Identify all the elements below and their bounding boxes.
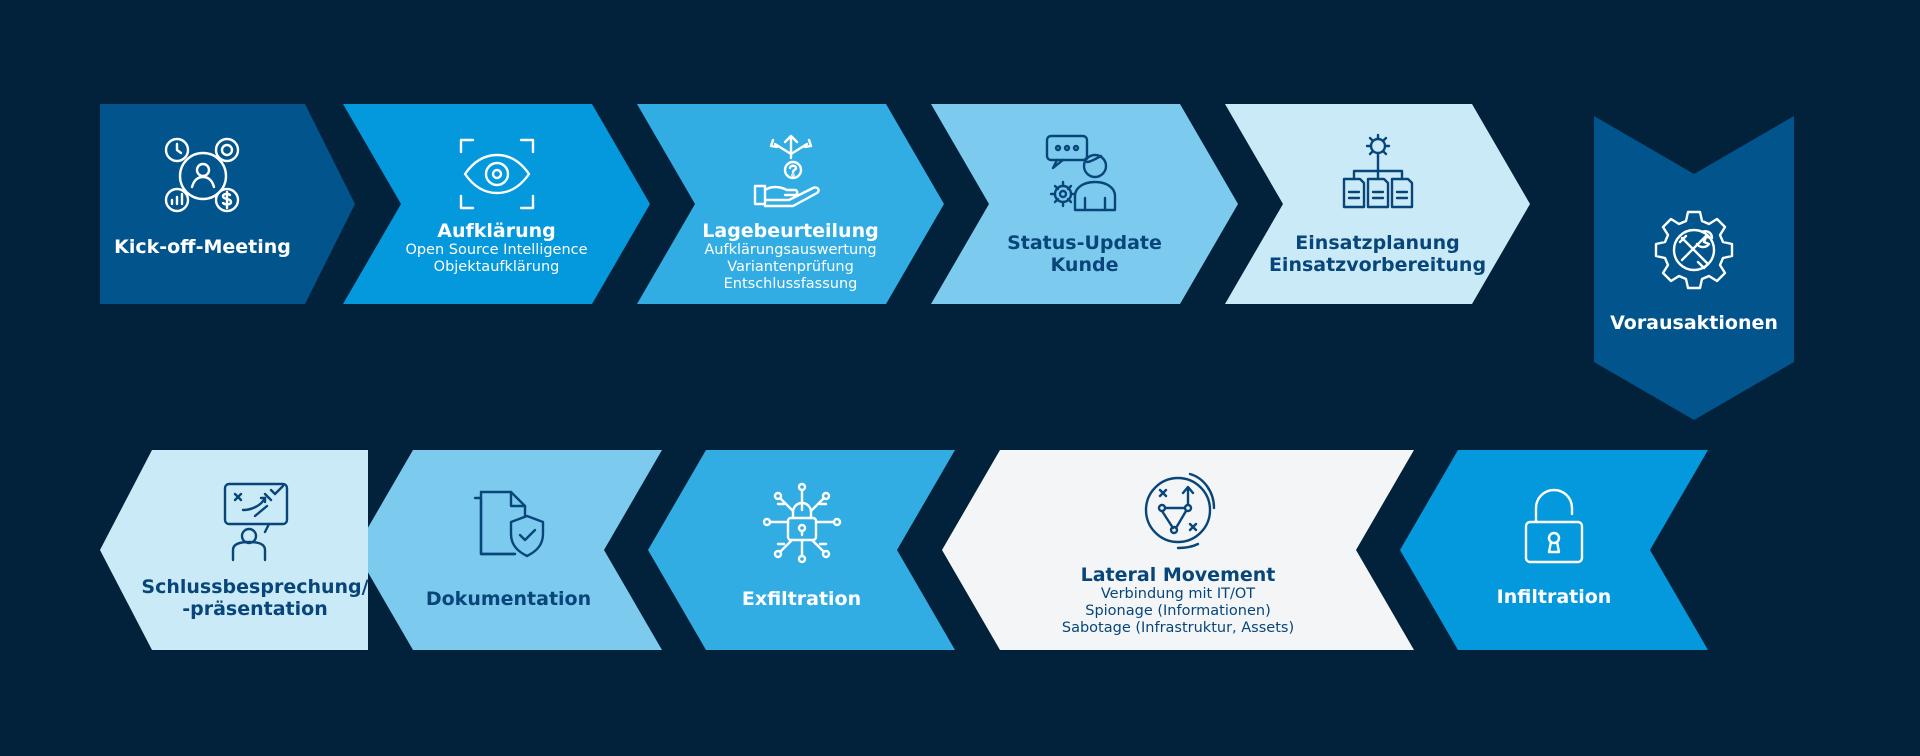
person-chat-icon [1045, 134, 1116, 212]
step-text: Infiltration [1458, 586, 1650, 608]
step-shape [343, 104, 650, 304]
step-title: Kick-off-Meeting [114, 236, 291, 258]
step-shape [1594, 116, 1794, 420]
step-text: Vorausaktionen [1594, 312, 1794, 334]
step-title: Dokumentation [425, 588, 592, 610]
step-title: Einsatzplanung [1295, 232, 1460, 254]
step-title: Einsatzvorbereitung [1268, 254, 1487, 276]
step-schluss: Schlussbesprechung/-präsentation [100, 450, 369, 650]
hand-decision-icon [753, 134, 820, 208]
step-title: Lagebeurteilung [702, 220, 879, 242]
step-shape [355, 450, 662, 650]
step-title: Lateral Movement [1080, 564, 1276, 586]
step-exfiltration: Exfiltration [648, 450, 955, 650]
eye-scan-icon [459, 138, 534, 210]
step-title: Aufklärung [437, 220, 556, 242]
step-text: Dokumentation [413, 588, 604, 610]
step-dokumentation: Dokumentation [355, 450, 662, 650]
step-subtitle: Verbindung mit IT/OT [1100, 586, 1256, 602]
presenter-board-icon [223, 482, 289, 562]
step-title: Vorausaktionen [1610, 312, 1778, 334]
step-title: Exfiltration [741, 588, 862, 610]
step-icon-wrap [1458, 484, 1650, 574]
step-subtitle: Spionage (Informationen) [1085, 603, 1271, 619]
step-shape [942, 450, 1414, 650]
step-shape [1400, 450, 1708, 650]
step-icon-wrap [989, 132, 1180, 222]
step-title: -präsentation [182, 598, 328, 620]
gear-tools-icon [1654, 210, 1734, 290]
step-text: Kick-off-Meeting [100, 236, 305, 258]
step-subtitle: Sabotage (Infrastruktur, Assets) [1061, 620, 1295, 636]
step-subtitle: Variantenprüfung [727, 259, 854, 275]
step-subtitle: Entschlussfassung [723, 276, 858, 292]
step-shape [637, 104, 944, 304]
step-infiltration: Infiltration [1400, 450, 1708, 650]
step-title: Status-Update [1007, 232, 1162, 254]
step-icon-wrap [413, 480, 604, 570]
step-subtitle: Objektaufklärung [433, 259, 560, 275]
step-subtitle: Open Source Intelligence [405, 242, 588, 258]
step-icon-wrap [695, 128, 886, 218]
document-shield-icon [473, 490, 544, 558]
gear-documents-icon [1342, 133, 1413, 209]
step-shape [1225, 104, 1530, 304]
lock-circuit-icon [762, 482, 841, 564]
step-subtitle: Aufklärungsauswertung [704, 242, 877, 258]
step-kickoff: Kick-off-Meeting [100, 104, 355, 304]
step-icon-wrap [1000, 468, 1356, 558]
meeting-icon [164, 137, 239, 213]
padlock-open-icon [1524, 488, 1584, 564]
step-icon-wrap [1594, 208, 1794, 298]
step-title: Infiltration [1496, 586, 1612, 608]
network-compass-icon [1144, 472, 1216, 550]
step-icon-wrap [1283, 132, 1472, 222]
step-vorausaktionen: Vorausaktionen [1594, 116, 1794, 420]
step-text: Schlussbesprechung/-präsentation [141, 576, 368, 620]
step-title: Schlussbesprechung/ [141, 576, 369, 598]
step-icon-wrap [401, 132, 592, 222]
step-title: Kunde [1050, 254, 1119, 276]
step-icon-wrap [706, 480, 897, 570]
step-icon-wrap [100, 132, 305, 222]
step-icon-wrap [152, 480, 358, 570]
step-text: Exfiltration [706, 588, 897, 610]
